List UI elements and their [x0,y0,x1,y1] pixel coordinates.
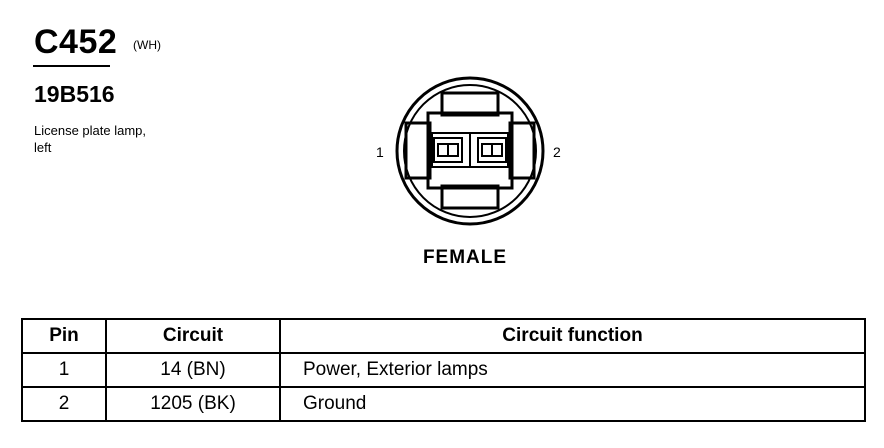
part-number: 19B516 [34,81,115,107]
connector-body [426,111,514,190]
column-header-circuit-function: Circuit function [279,318,866,354]
top-lock-tab [440,91,500,117]
circuit-cell: 1205 (BK) [105,386,281,422]
table-header-row: Pin Circuit Circuit function [21,318,866,354]
column-header-circuit: Circuit [105,318,281,354]
bottom-lock-tab [440,184,500,210]
title-rule [33,65,110,67]
color-code: (WH) [133,38,161,52]
pin-cell: 2 [21,386,107,422]
pinout-table: Pin Circuit Circuit function 1 14 (BN) P… [21,318,866,422]
function-cell: Power, Exterior lamps [279,352,866,388]
table-row: 1 14 (BN) Power, Exterior lamps [21,352,866,388]
connector-description: License plate lamp, left [34,123,147,155]
terminal-2-cavity [477,137,507,163]
pin-label-1: 1 [376,144,384,160]
function-cell: Ground [279,386,866,422]
connector-inner-ring [403,84,537,218]
table-row: 2 1205 (BK) Ground [21,386,866,422]
circuit-cell: 14 (BN) [105,352,281,388]
pin-label-2: 2 [553,144,561,160]
column-header-pin: Pin [21,318,107,354]
terminal-1-cavity [433,137,463,163]
connector-id: C452 [34,23,118,61]
right-side-block [508,121,536,180]
connector-gender-label: FEMALE [422,247,508,268]
left-side-block [404,121,432,180]
connector-outer-ring [395,76,545,226]
pin-cell: 1 [21,352,107,388]
connector-face-diagram [395,76,545,226]
